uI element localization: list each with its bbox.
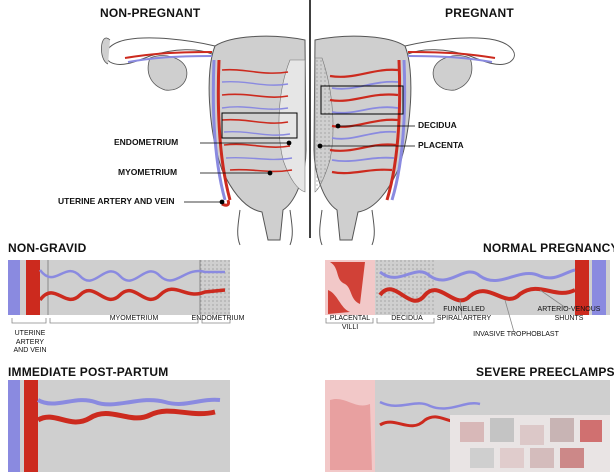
- label-endometrium: ENDOMETRIUM: [114, 137, 179, 147]
- detail-box-left: [221, 112, 298, 139]
- label-placenta: PLACENTA: [418, 140, 464, 150]
- uterus-left: [101, 35, 307, 246]
- strip-label-endometrium: ENDOMETRIUM: [191, 315, 245, 322]
- strip-label-arterio-venous-shunts: ARTERIO-VENOUS SHUNTS: [537, 306, 601, 322]
- label-myometrium: MYOMETRIUM: [118, 167, 178, 177]
- title-pregnant: PREGNANT: [445, 6, 514, 20]
- strip-label-funnelled-spiral-artery: FUNNELLED SPIRAL ARTERY: [436, 306, 492, 322]
- title-immediate-post-partum: IMMEDIATE POST-PARTUM: [8, 365, 169, 379]
- title-non-gravid: NON-GRAVID: [8, 241, 87, 255]
- post-partum-strip: [8, 380, 230, 472]
- preeclampsia-strip: [325, 380, 610, 472]
- strip-label-myometrium: MYOMETRIUM: [109, 315, 159, 322]
- strip-label-uterine-artery-vein: UTERINE ARTERY AND VEIN: [13, 330, 47, 354]
- detail-box-right: [320, 85, 404, 115]
- pixelated-overlay: [450, 415, 610, 472]
- non-gravid-strip: [8, 260, 231, 324]
- label-uterine-artery-vein: UTERINE ARTERY AND VEIN: [58, 196, 175, 206]
- title-non-pregnant: NON-PREGNANT: [100, 6, 201, 20]
- strip-label-invasive-trophoblast: INVASIVE TROPHOBLAST: [473, 331, 559, 338]
- label-leaders: [184, 123, 415, 205]
- title-normal-pregnancy: NORMAL PREGNANCY: [483, 241, 614, 255]
- uterus-right: [313, 35, 515, 246]
- title-severe-preeclampsia: SEVERE PREECLAMPSIA: [476, 365, 614, 379]
- normal-pregnancy-strip: [325, 260, 610, 333]
- label-decidua: DECIDUA: [418, 120, 457, 130]
- strip-label-placental-villi: PLACENTAL VILLI: [329, 315, 371, 331]
- strip-label-decidua: DECIDUA: [391, 315, 423, 322]
